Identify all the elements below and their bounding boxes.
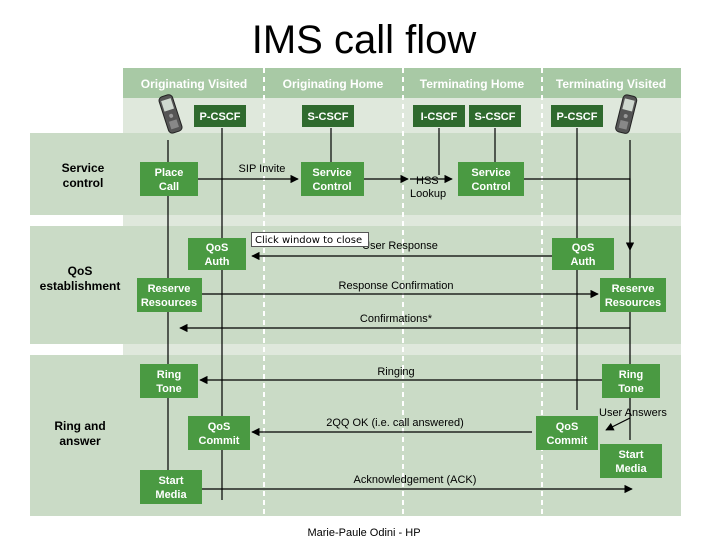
message-label-user-response: User Response — [362, 240, 438, 252]
column-header: Terminating Home — [420, 77, 525, 91]
message-label-response-confirmation: Response Confirmation — [339, 280, 454, 292]
entity-p-cscf-orig: P-CSCF — [194, 105, 246, 127]
message-label-ringing: Ringing — [377, 366, 414, 378]
entity-s-cscf-term: S-CSCF — [469, 105, 521, 127]
slide-footer: Marie-Paule Odini - HP — [307, 527, 421, 539]
svg-text:I-CSCF: I-CSCF — [421, 111, 458, 123]
phone-icon — [158, 94, 183, 134]
close-window-tooltip[interactable]: Click window to close — [251, 232, 369, 247]
message-arrow — [524, 178, 635, 251]
message-label-confirmations: Confirmations* — [360, 313, 433, 325]
column-header: Originating Home — [283, 77, 384, 91]
column-header: Terminating Visited — [556, 77, 666, 91]
svg-text:P-CSCF: P-CSCF — [200, 111, 241, 123]
entity-p-cscf-term: P-CSCF — [551, 105, 603, 127]
message-label-sip-invite: SIP Invite — [239, 163, 286, 175]
svg-text:S-CSCF: S-CSCF — [475, 111, 516, 123]
svg-text:P-CSCF: P-CSCF — [557, 111, 598, 123]
phone-icon — [615, 94, 638, 134]
column-header: Originating Visited — [141, 77, 247, 91]
message-label-user-answers: User Answers — [599, 407, 667, 419]
entity-s-cscf-orig: S-CSCF — [302, 105, 354, 127]
slide-title: IMS call flow — [251, 18, 477, 62]
message-arrow — [605, 417, 631, 431]
entity-i-cscf: I-CSCF — [413, 105, 465, 127]
message-label-ack: Acknowledgement (ACK) — [354, 474, 477, 486]
svg-text:S-CSCF: S-CSCF — [308, 111, 349, 123]
message-label-200-ok: 2QQ OK (i.e. call answered) — [326, 417, 464, 429]
